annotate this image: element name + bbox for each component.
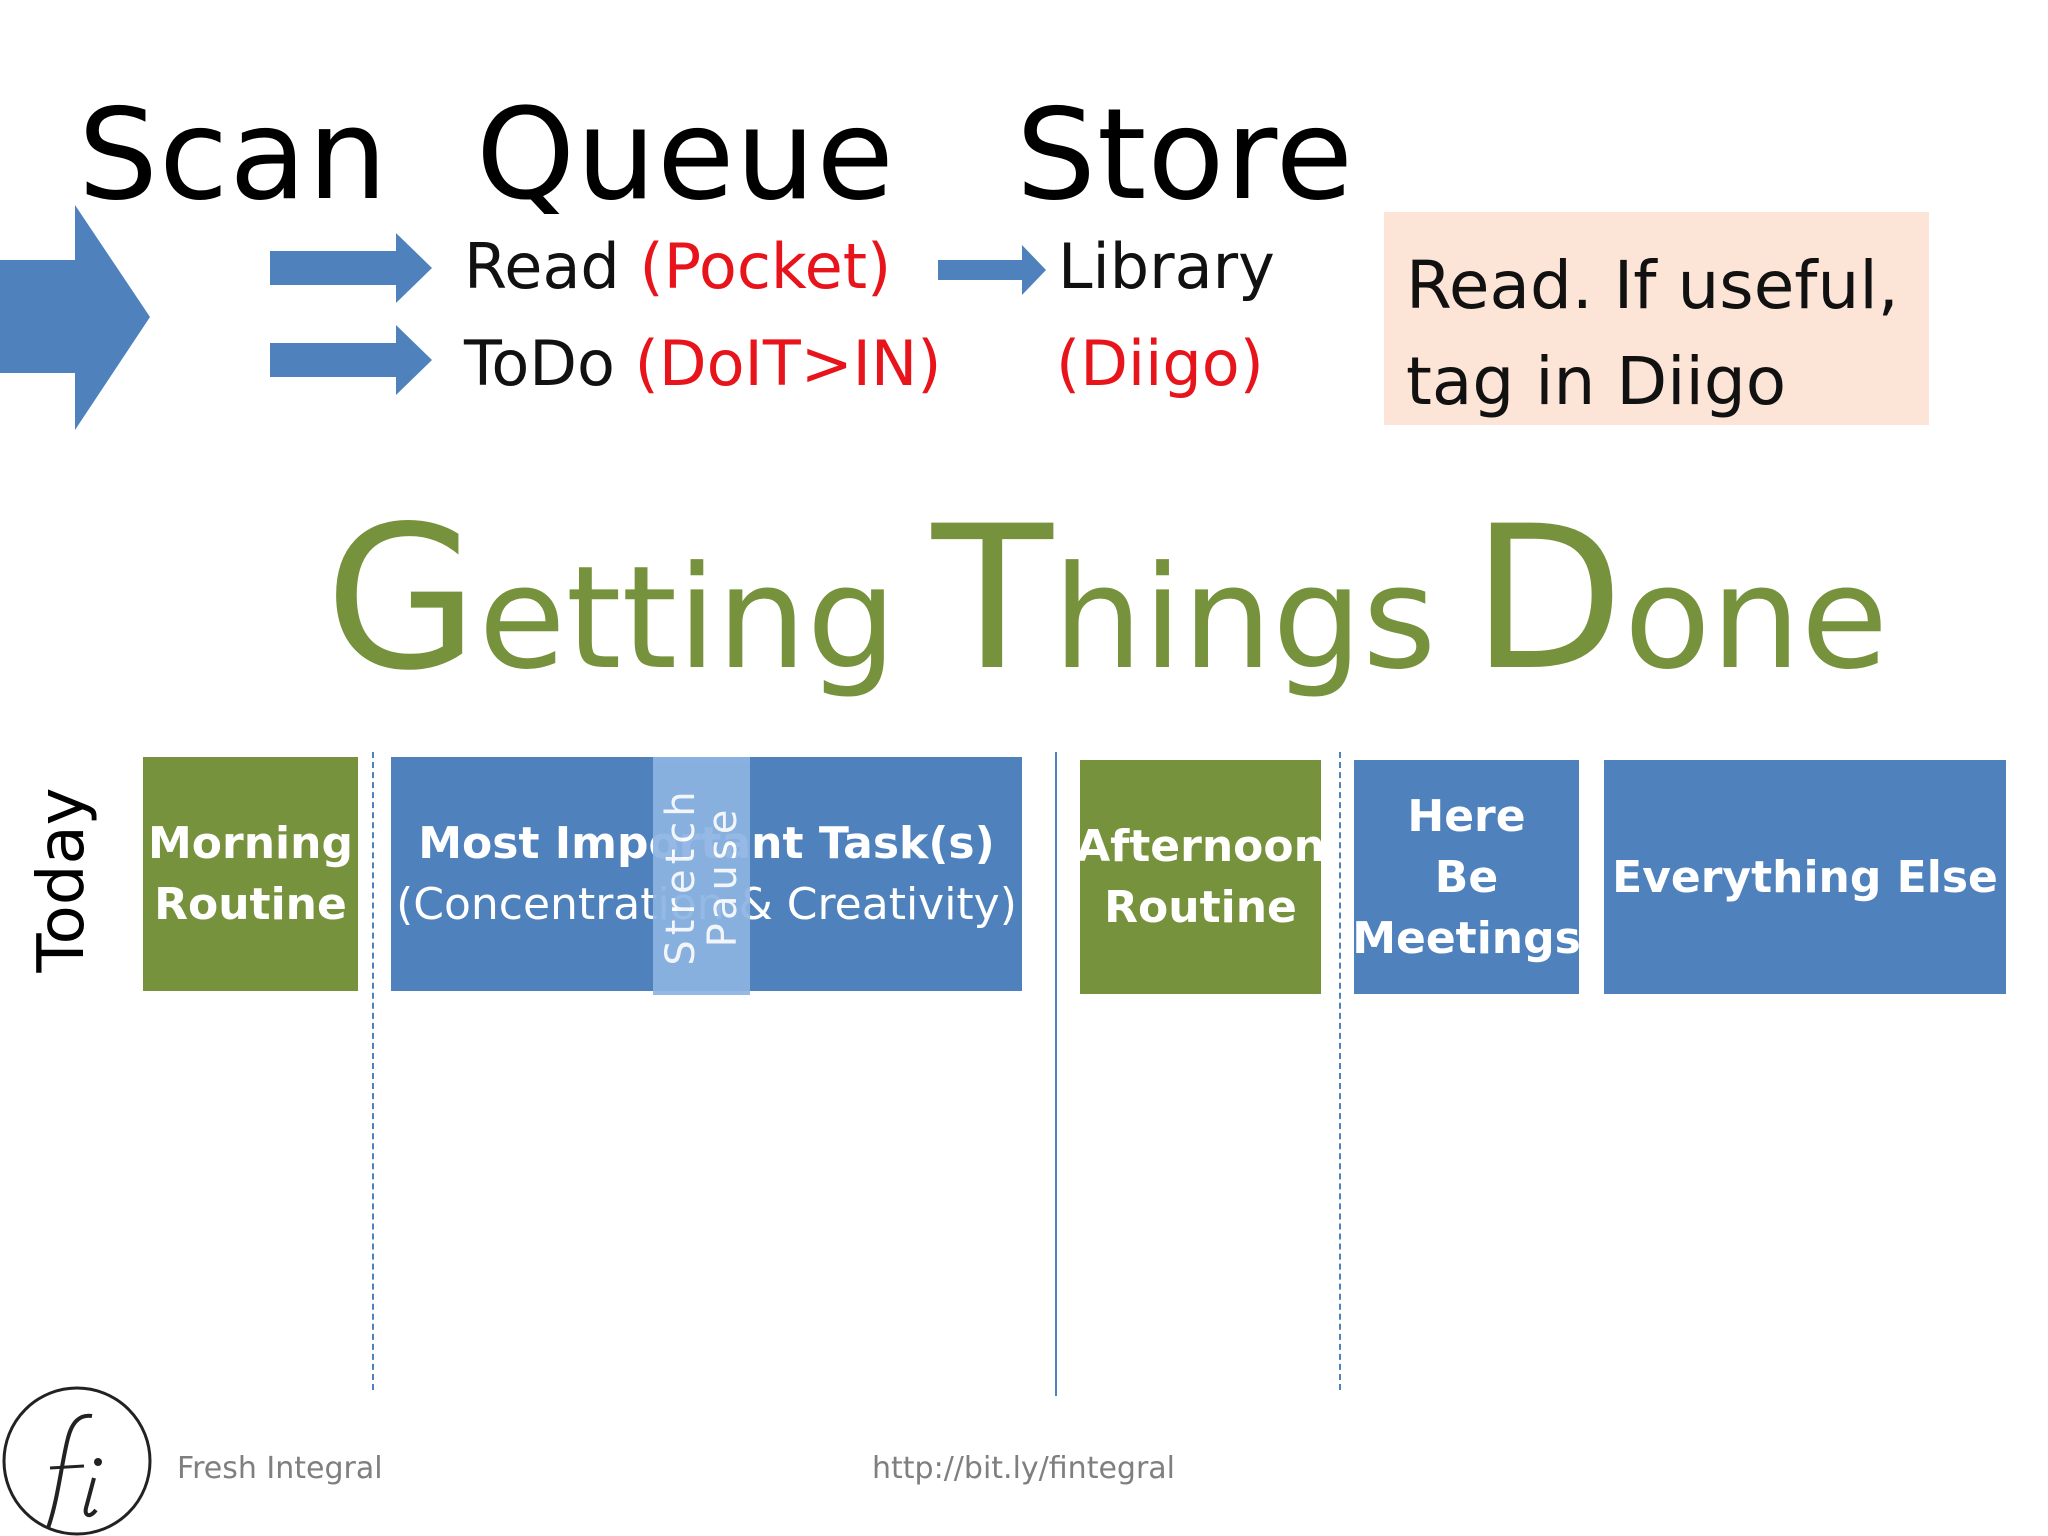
- footer-brand: Fresh Integral: [177, 1451, 383, 1486]
- gtd-etting: etting: [478, 536, 897, 701]
- afternoon-line-2: Routine: [1104, 882, 1297, 933]
- fresh-integral-logo-icon: [2, 1386, 152, 1536]
- gtd-d: D: [1471, 483, 1624, 714]
- note-line-2: tag in Diigo: [1406, 343, 1787, 420]
- meetings-block: Here Be Meetings: [1352, 760, 1581, 994]
- morning-line-1: Morning: [148, 818, 353, 869]
- stretch-line-2: Pause: [699, 804, 746, 948]
- read-label: Read: [464, 230, 620, 303]
- scan-heading: Scan: [78, 81, 389, 228]
- note-line-1: Read. If useful,: [1406, 247, 1899, 324]
- stretch-line-1: Stretch: [657, 786, 704, 966]
- stretch-pause-block: Stretch Pause: [653, 757, 750, 995]
- divider-morning: [372, 752, 374, 1390]
- everything-else-label: Everything Else: [1612, 851, 1998, 903]
- meetings-line-3: Meetings: [1352, 912, 1581, 964]
- gtd-g: G: [325, 483, 479, 714]
- diigo-label: (Diigo): [1056, 327, 1264, 400]
- queue-heading: Queue: [476, 81, 895, 228]
- today-label: Today: [25, 787, 99, 973]
- everything-else-block: Everything Else: [1604, 760, 2006, 994]
- divider-midday: [1055, 752, 1057, 1396]
- doit-label: (DoIT>IN): [634, 327, 942, 400]
- todo-label: ToDo: [464, 327, 615, 400]
- meetings-line-2: Be: [1434, 851, 1499, 903]
- gtd-t: T: [931, 483, 1053, 714]
- gtd-title: Getting Things Done: [325, 500, 1888, 701]
- divider-afternoon: [1339, 752, 1341, 1390]
- morning-line-2: Routine: [154, 879, 347, 930]
- morning-routine-block: Morning Routine: [143, 757, 358, 991]
- footer-url[interactable]: http://bit.ly/fintegral: [872, 1451, 1176, 1486]
- todo-row: ToDo (DoIT>IN): [464, 333, 942, 395]
- todo-arrow-icon: [270, 325, 432, 395]
- library-label: Library: [1058, 230, 1275, 303]
- big-arrow-icon: [0, 205, 150, 430]
- afternoon-routine-block: Afternoon Routine: [1076, 760, 1325, 994]
- meetings-line-1: Here: [1407, 790, 1526, 842]
- library-arrow-icon: [938, 245, 1046, 295]
- note-box: Read. If useful, tag in Diigo: [1384, 212, 1929, 425]
- afternoon-line-1: Afternoon: [1076, 821, 1325, 872]
- read-arrow-icon: [270, 233, 432, 303]
- gtd-hings: hings: [1052, 536, 1437, 701]
- read-row: Read (Pocket): [464, 236, 891, 298]
- store-heading: Store: [1016, 81, 1355, 228]
- gtd-one: one: [1623, 536, 1889, 701]
- pocket-label: (Pocket): [639, 230, 892, 303]
